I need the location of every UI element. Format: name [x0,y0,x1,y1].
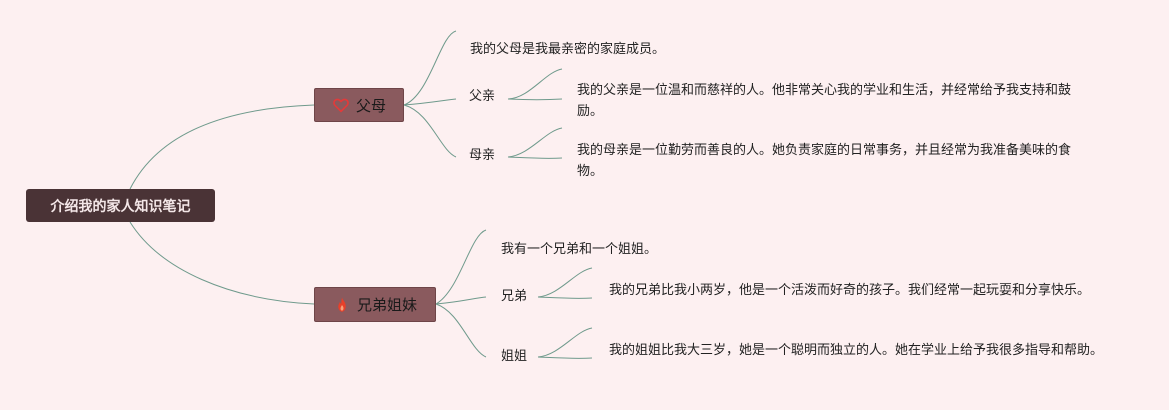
member-mother-text[interactable]: 我的母亲是一位勤劳而善良的人。她负责家庭的日常事务，并且经常为我准备美味的食物。 [577,143,1072,179]
root-topic[interactable]: 介绍我的家人知识笔记 [26,189,215,222]
root-topic-label: 介绍我的家人知识笔记 [50,198,191,215]
connector-brother-line [537,296,593,299]
connector-parents-mother [403,104,457,158]
heart-icon [333,98,349,113]
member-father-text[interactable]: 我的父亲是一位温和而慈祥的人。他非常关心我的学业和生活，并经常给予我支持和鼓励。 [577,83,1072,119]
connector-root-parents [129,104,315,190]
connector-mother-line [507,156,563,159]
member-father-label[interactable]: 父亲 [469,89,496,104]
connector-mother-text [507,127,563,158]
connector-siblings-sister [435,303,487,358]
branch-parents-label: 父母 [355,96,386,115]
connector-siblings-brother [435,296,487,305]
connector-parents-intro [403,30,457,106]
connector-father-line [507,98,563,101]
member-sister-text[interactable]: 我的姐姐比我大三岁，她是一个聪明而独立的人。她在学业上给予我很多指导和帮助。 [609,343,1104,358]
flame-icon [338,297,346,312]
member-brother-label[interactable]: 兄弟 [501,289,528,304]
connector-brother-text [537,267,593,298]
connector-father-text [507,68,563,100]
branch-siblings[interactable]: 兄弟姐妹 [314,287,436,322]
connector-root-siblings [129,221,315,305]
member-sister-label[interactable]: 姐姐 [501,349,528,364]
parents-intro[interactable]: 我的父母是我最亲密的家庭成员。 [470,42,666,57]
branch-siblings-label: 兄弟姐妹 [356,296,417,314]
siblings-intro[interactable]: 我有一个兄弟和一个姐姐。 [501,242,658,257]
connector-siblings-intro [435,229,487,305]
connector-parents-father [403,98,457,106]
connector-sister-line [537,356,593,359]
member-mother-label[interactable]: 母亲 [469,148,496,163]
member-brother-text[interactable]: 我的兄弟比我小两岁，他是一个活泼而好奇的孩子。我们经常一起玩耍和分享快乐。 [609,283,1091,298]
connector-sister-text [537,327,593,358]
branch-parents[interactable]: 父母 [314,88,404,122]
